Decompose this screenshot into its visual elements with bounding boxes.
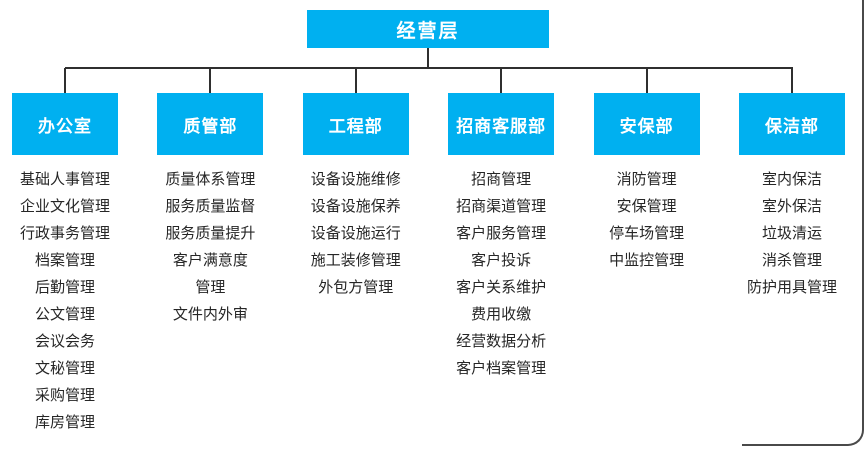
duty-item: 行政事务管理 bbox=[19, 225, 110, 242]
duty-item: 室内保洁 bbox=[761, 171, 822, 188]
duty-item: 文秘管理 bbox=[34, 360, 95, 377]
duty-item: 服务质量监督 bbox=[165, 198, 256, 215]
duty-item: 档案管理 bbox=[34, 252, 95, 269]
duty-item: 文件内外审 bbox=[172, 306, 248, 323]
duty-item: 消防管理 bbox=[616, 171, 677, 188]
connector-dept-stub bbox=[791, 68, 793, 93]
duty-item: 经营数据分析 bbox=[456, 333, 547, 350]
duty-item: 垃圾清运 bbox=[761, 225, 822, 242]
duty-item: 客户满意度 bbox=[172, 252, 248, 269]
duty-item: 客户关系维护 bbox=[456, 279, 547, 296]
duty-list: 质量体系管理服务质量监督服务质量提升客户满意度管理文件内外审 bbox=[137, 166, 283, 328]
duty-item: 外包方管理 bbox=[318, 279, 394, 296]
duty-item: 企业文化管理 bbox=[19, 198, 110, 215]
dept-node[interactable]: 招商客服部 bbox=[448, 93, 555, 155]
connector-bus bbox=[65, 67, 793, 69]
root-node-management[interactable]: 经营层 bbox=[307, 10, 549, 48]
duty-item: 防护用具管理 bbox=[746, 279, 837, 296]
duty-item: 设备设施运行 bbox=[310, 225, 401, 242]
duty-item: 设备设施保养 bbox=[310, 198, 401, 215]
connector-dept-stub bbox=[209, 68, 212, 93]
connector-dept-stub bbox=[500, 68, 503, 93]
duty-item: 管理 bbox=[195, 279, 226, 296]
duty-item: 停车场管理 bbox=[609, 225, 685, 242]
duty-item: 库房管理 bbox=[34, 414, 95, 431]
duty-item: 质量体系管理 bbox=[165, 171, 256, 188]
connector-root-stub bbox=[427, 48, 429, 68]
connector-dept-stub bbox=[64, 68, 66, 93]
duty-item: 客户服务管理 bbox=[456, 225, 547, 242]
duty-item: 客户档案管理 bbox=[456, 360, 547, 377]
duty-item: 室外保洁 bbox=[761, 198, 822, 215]
duty-item: 采购管理 bbox=[34, 387, 95, 404]
duty-list: 招商管理招商渠道管理客户服务管理客户投诉客户关系维护费用收缴经营数据分析客户档案… bbox=[428, 166, 574, 382]
duty-item: 客户投诉 bbox=[471, 252, 532, 269]
duty-item: 消杀管理 bbox=[761, 252, 822, 269]
duty-item: 招商管理 bbox=[471, 171, 532, 188]
duty-item: 施工装修管理 bbox=[310, 252, 401, 269]
duty-item: 中监控管理 bbox=[609, 252, 685, 269]
dept-node[interactable]: 质管部 bbox=[157, 93, 264, 155]
dept-node[interactable]: 办公室 bbox=[12, 93, 118, 155]
duty-item: 招商渠道管理 bbox=[456, 198, 547, 215]
connector-dept-stub bbox=[645, 68, 648, 93]
dept-node[interactable]: 保洁部 bbox=[739, 93, 845, 155]
duty-item: 设备设施维修 bbox=[310, 171, 401, 188]
duty-item: 基础人事管理 bbox=[19, 171, 110, 188]
duty-item: 安保管理 bbox=[616, 198, 677, 215]
duty-item: 公文管理 bbox=[34, 306, 95, 323]
dept-node[interactable]: 工程部 bbox=[302, 93, 409, 155]
duty-list: 基础人事管理企业文化管理行政事务管理档案管理后勤管理公文管理会议会务文秘管理采购… bbox=[0, 166, 138, 436]
duty-item: 服务质量提升 bbox=[165, 225, 256, 242]
dept-node[interactable]: 安保部 bbox=[593, 93, 700, 155]
connector-dept-stub bbox=[354, 68, 357, 93]
duty-list: 室内保洁室外保洁垃圾清运消杀管理防护用具管理 bbox=[719, 166, 865, 301]
duty-item: 会议会务 bbox=[34, 333, 95, 350]
duty-item: 后勤管理 bbox=[34, 279, 95, 296]
duty-item: 费用收缴 bbox=[471, 306, 532, 323]
duty-list: 消防管理安保管理停车场管理中监控管理 bbox=[574, 166, 720, 274]
duty-list: 设备设施维修设备设施保养设备设施运行施工装修管理外包方管理 bbox=[283, 166, 429, 301]
